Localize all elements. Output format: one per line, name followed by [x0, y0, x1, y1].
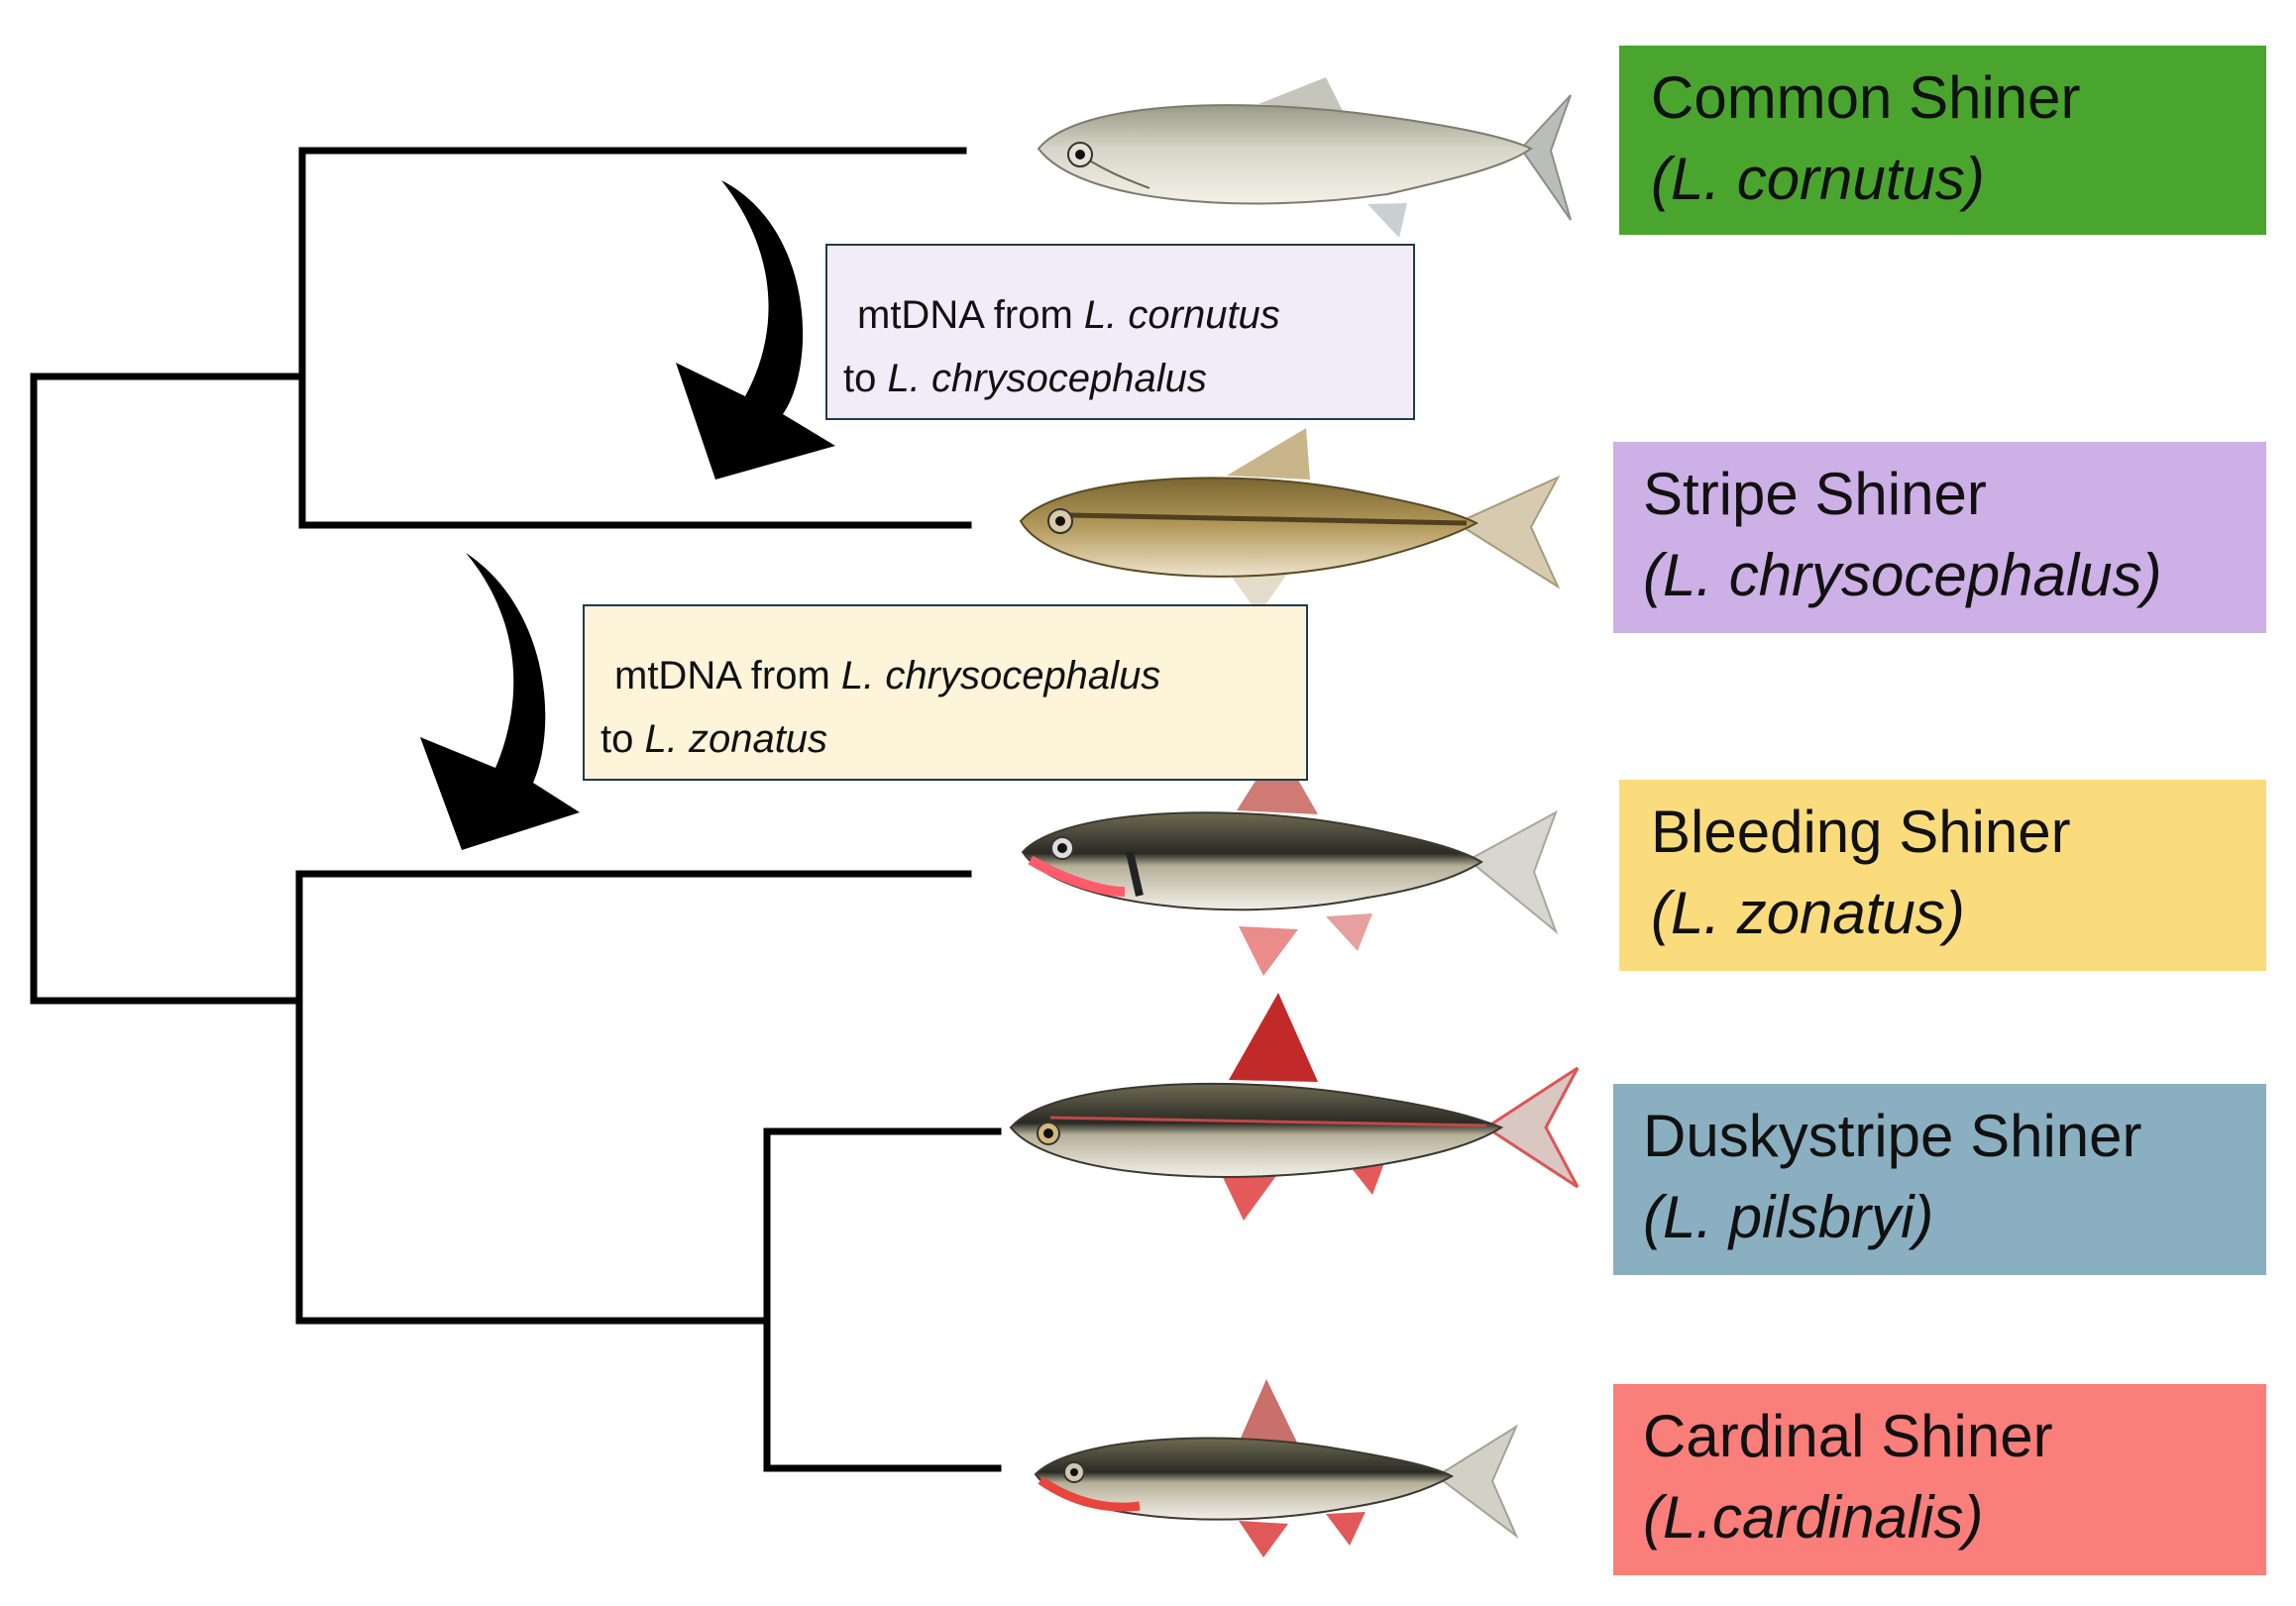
fish-common-shiner-image — [1037, 77, 1572, 238]
fish-duskystripe-shiner-image — [1009, 993, 1580, 1221]
common-name: Duskystripe Shiner — [1643, 1103, 2142, 1169]
fish-bleeding-shiner-image — [1021, 745, 1559, 976]
note-2-line-1: mtDNA from L. chrysocephalus — [614, 654, 1161, 697]
label-common-shiner: Common Shiner (L. cornutus) — [1619, 46, 2266, 235]
introgression-arrow-2 — [420, 553, 580, 850]
introgression-note-1: mtDNA from L. cornutus to L. chrysocepha… — [825, 244, 1415, 420]
introgression-arrow-1 — [676, 180, 835, 480]
tree-branches — [30, 147, 1002, 1472]
label-cardinal-shiner: Cardinal Shiner (L.cardinalis) — [1613, 1384, 2266, 1575]
scientific-name: (L. pilsbryi) — [1643, 1184, 1934, 1250]
label-duskystripe-shiner: Duskystripe Shiner (L. pilsbryi) — [1613, 1084, 2266, 1275]
scientific-name: (L. cornutus) — [1651, 146, 1985, 212]
common-name: Common Shiner — [1651, 64, 2081, 131]
label-stripe-shiner: Stripe Shiner (L. chrysocephalus) — [1613, 442, 2266, 633]
scientific-name: (L. chrysocephalus) — [1643, 542, 2162, 608]
note-1-line-1: mtDNA from L. cornutus — [857, 293, 1280, 337]
fish-stripe-shiner-image — [1019, 428, 1561, 614]
fish-cardinal-shiner-image — [1034, 1379, 1519, 1557]
common-name: Bleeding Shiner — [1651, 799, 2071, 865]
introgression-note-2: mtDNA from L. chrysocephalus to L. zonat… — [583, 604, 1308, 781]
note-1-line-2: to L. chrysocephalus — [843, 357, 1207, 400]
scientific-name: (L. zonatus) — [1651, 880, 1965, 946]
scientific-name: (L.cardinalis) — [1643, 1484, 1984, 1551]
note-2-line-2: to L. zonatus — [601, 717, 828, 761]
common-name: Cardinal Shiner — [1643, 1403, 2053, 1469]
common-name: Stripe Shiner — [1643, 461, 1987, 527]
label-bleeding-shiner: Bleeding Shiner (L. zonatus) — [1619, 780, 2266, 971]
